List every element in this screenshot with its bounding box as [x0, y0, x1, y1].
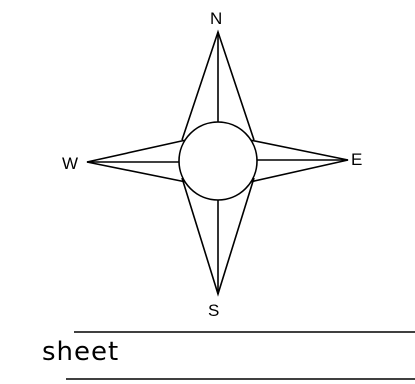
west-point	[86, 139, 187, 183]
south-label: S	[208, 301, 219, 320]
center-circle	[178, 121, 258, 201]
west-label: W	[62, 154, 78, 173]
east-label: E	[351, 150, 362, 169]
sheet-label: sheet	[42, 337, 120, 367]
east-point	[249, 139, 349, 183]
compass-star	[86, 29, 349, 297]
north-label: N	[210, 9, 222, 28]
